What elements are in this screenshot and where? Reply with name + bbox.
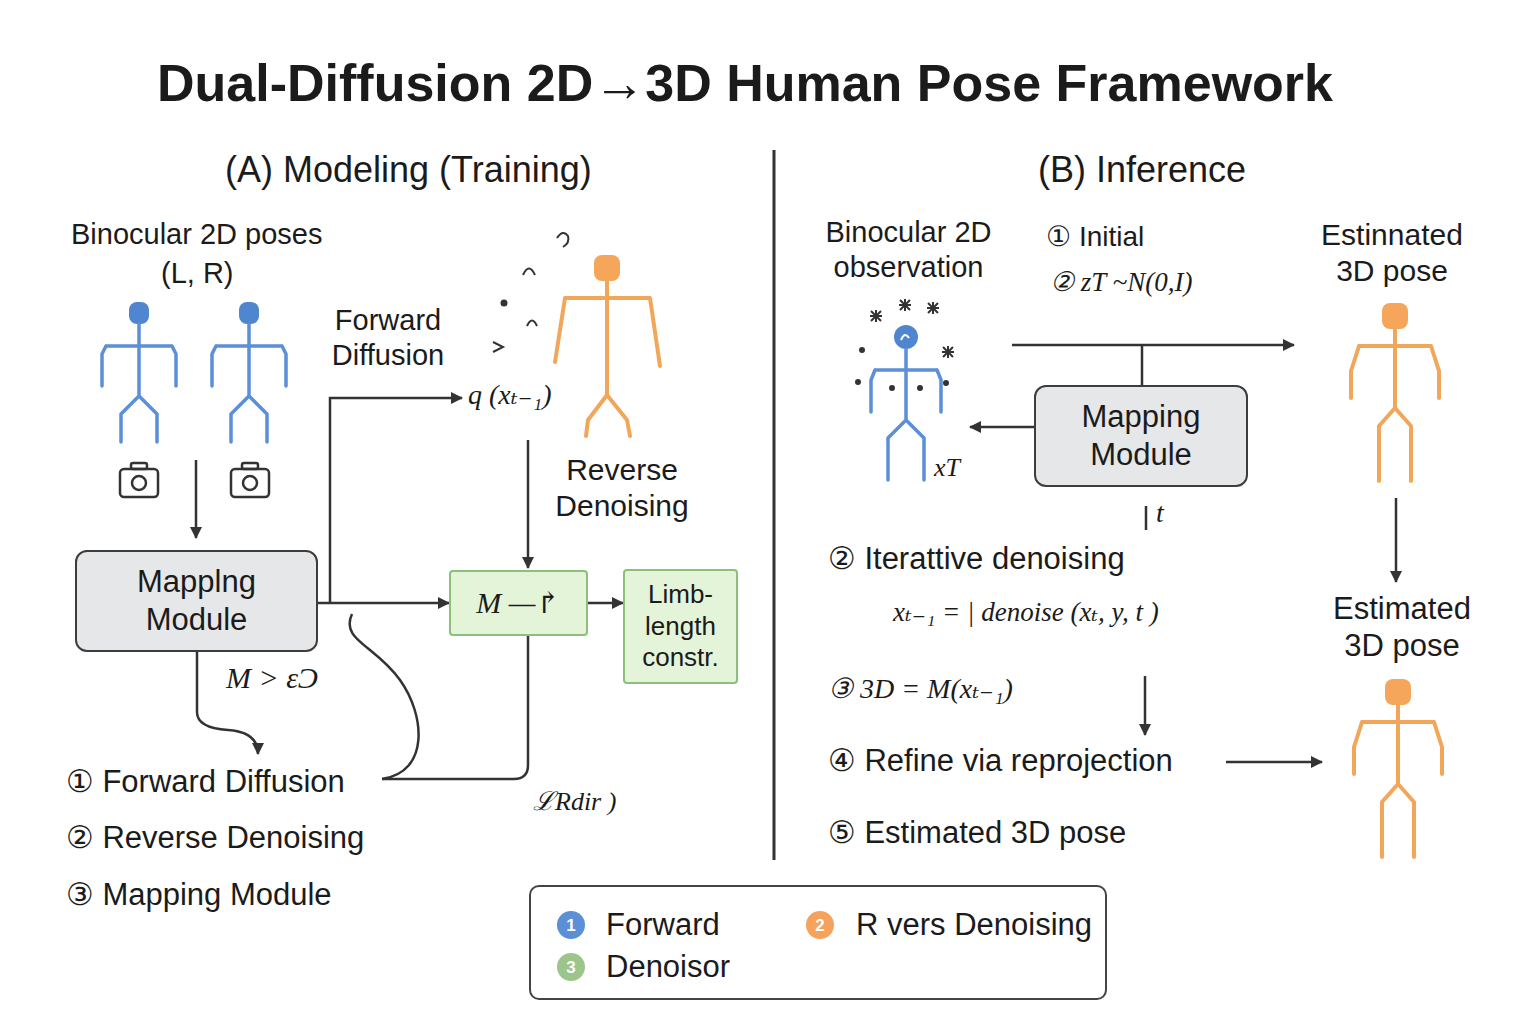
stick-figure bbox=[1351, 303, 1439, 481]
stick-figure bbox=[1354, 679, 1442, 857]
stick-figure bbox=[212, 302, 286, 442]
legend-text: R vers Denoising bbox=[856, 906, 1092, 943]
legend-swatch: 3 bbox=[557, 953, 585, 981]
step-label: ② Iterattive denoising bbox=[828, 540, 1125, 577]
diagram-title: Dual-Diffusion 2D→3D Human Pose Framewor… bbox=[157, 52, 1333, 114]
step-label: ① Initial bbox=[1046, 220, 1144, 254]
text-label: Estimated 3D pose bbox=[1312, 590, 1492, 664]
math-label: xT bbox=[934, 452, 960, 483]
step-label: ⑤ Estimated 3D pose bbox=[828, 814, 1126, 851]
text-label: (L, R) bbox=[161, 256, 234, 291]
connector-arrow bbox=[318, 602, 449, 605]
step-label: ② Reverse Denoising bbox=[66, 819, 364, 856]
step-label: ④ Refine via reprojection bbox=[828, 742, 1173, 779]
step-label: ① Forward Diffusion bbox=[66, 763, 345, 800]
noise-marks bbox=[493, 233, 568, 352]
stick-figure bbox=[871, 325, 941, 480]
node-label: M —↱ bbox=[476, 585, 560, 622]
math-label: ② zT ~N(0,I) bbox=[1050, 266, 1192, 298]
panel-divider bbox=[773, 150, 776, 860]
node-label: Limb- length constr. bbox=[633, 579, 728, 674]
stick-figure bbox=[102, 302, 176, 442]
legend-swatch: 2 bbox=[806, 911, 834, 939]
legend-swatch: 1 bbox=[557, 911, 585, 939]
math-label: ℒRdir ) bbox=[533, 786, 616, 817]
node-label: Mapping Module bbox=[1056, 398, 1226, 474]
process-box: Mapping Module bbox=[1034, 385, 1248, 487]
callout-number: 1 bbox=[566, 917, 575, 934]
text-label: Reverse Denoising bbox=[537, 452, 707, 524]
math-label: xₜ₋₁ = | denoise (xₜ, y, t ) bbox=[893, 596, 1159, 628]
connector-arrow bbox=[588, 602, 623, 605]
process-box: Mapplng Module bbox=[75, 550, 318, 652]
step-label: ③ Mapping Module bbox=[66, 876, 332, 913]
text-label: Binocular 2D observation bbox=[791, 215, 1026, 285]
step-label: ③ 3D = M(xₜ₋₁) bbox=[828, 672, 1013, 706]
text-label: Forward Diffusion bbox=[313, 303, 463, 373]
stick-figure bbox=[555, 255, 660, 436]
node-label: Mapplng Module bbox=[112, 563, 282, 639]
section-heading: (B) Inference bbox=[1038, 148, 1246, 191]
text-label: Estinnated 3D pose bbox=[1302, 217, 1482, 289]
green-module-box: Limb- length constr. bbox=[623, 569, 738, 684]
legend-text: Forward bbox=[606, 906, 720, 943]
math-label: M > εϽ bbox=[226, 660, 318, 696]
math-label: t bbox=[1156, 496, 1164, 530]
callout-number: 2 bbox=[815, 917, 824, 934]
text-label: Binocular 2D poses bbox=[71, 217, 322, 252]
section-heading: (A) Modeling (Training) bbox=[225, 148, 592, 191]
green-module-box: M —↱ bbox=[449, 570, 588, 636]
camera-icon bbox=[120, 463, 269, 497]
callout-number: 3 bbox=[566, 959, 575, 976]
noise-marks bbox=[856, 299, 954, 390]
legend-text: Denoisor bbox=[606, 948, 730, 985]
math-label: q (xₜ₋₁) bbox=[468, 378, 552, 412]
